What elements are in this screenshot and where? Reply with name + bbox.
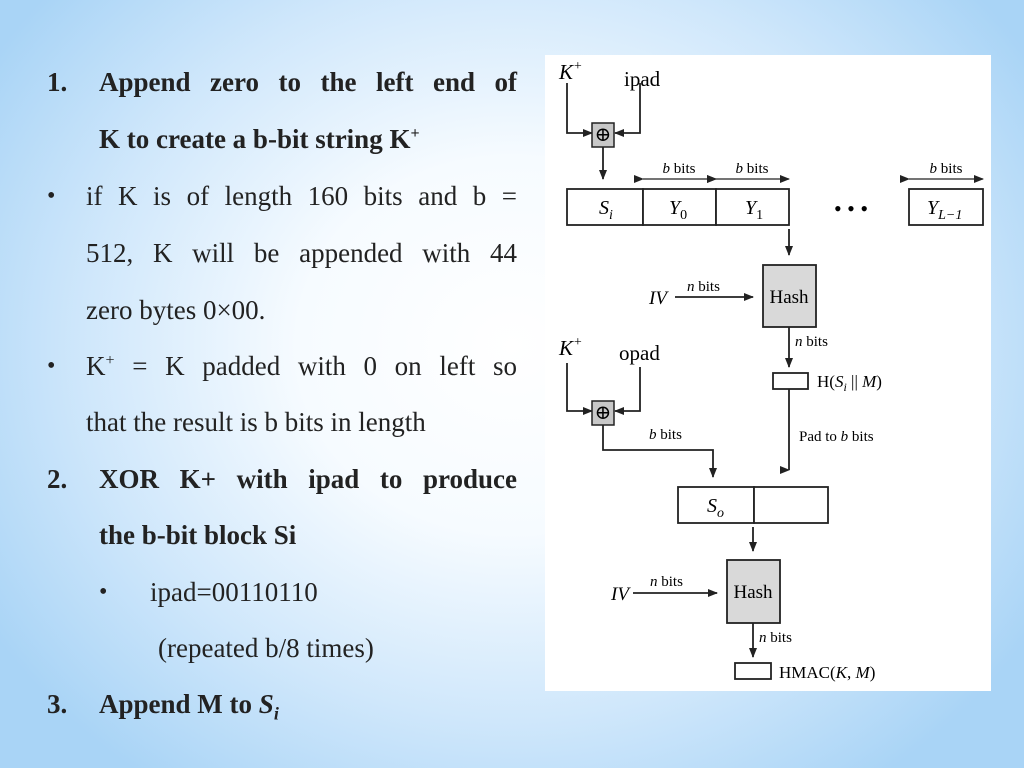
- xor2-box: [591, 400, 615, 426]
- hash2-label: Hash: [733, 582, 773, 603]
- xor2-icon: ⊕: [595, 402, 612, 424]
- bbits-label-1: b bits: [663, 161, 696, 177]
- bullet-1-line-3: zero bytes 0×00.: [86, 295, 266, 325]
- bullet-3: •: [99, 579, 108, 605]
- hmac-label: HMAC(K, M): [779, 663, 875, 682]
- xor1-box: [591, 122, 615, 148]
- opad-label: opad: [619, 341, 660, 365]
- yl-label: YL−1: [927, 197, 962, 223]
- step-2-line-2: the b-bit block Si: [99, 520, 297, 550]
- step-2-line-1: XOR K+ with ipad to produce: [99, 464, 517, 494]
- ipad-to-xor1-line: [614, 83, 641, 137]
- block-hash1-output: [753, 486, 829, 524]
- block-so: [677, 486, 755, 524]
- bullet-1-line-1: if K is of length 160 bits and b =: [86, 181, 517, 211]
- step-1-line-1: Append zero to the left end of: [99, 67, 517, 97]
- iv1-label: IV: [648, 288, 669, 309]
- bullet-1: •: [47, 183, 56, 209]
- kplus-label: K+: [558, 59, 582, 84]
- step-3-text: Append M to Si: [99, 689, 279, 724]
- hmac-diagram: ⊕ ⊕ Hash Hash K+ ipad b bits b bits b bi…: [545, 55, 991, 691]
- si-label: Si: [599, 197, 613, 223]
- bullet-2-line-1: K+ = K padded with 0 on left so: [86, 351, 517, 381]
- nbits-label-4: n bits: [759, 630, 792, 646]
- so-label: So: [707, 495, 724, 521]
- step-1-line-2: K to create a b-bit string K+: [99, 124, 420, 154]
- step-1-number: 1.: [47, 67, 68, 97]
- hsim-label: H(Si || M): [817, 372, 882, 394]
- kplus2-to-xor2-line: [566, 363, 593, 415]
- hsim-box: [772, 372, 809, 390]
- block-yl: [908, 188, 984, 226]
- step-3-number: 3.: [47, 689, 68, 719]
- bbits-label-4: b bits: [649, 427, 682, 443]
- nbits-label-1: n bits: [687, 279, 720, 295]
- bullet-2-line-2: that the result is b bits in length: [86, 407, 426, 437]
- bullet-1-line-2: 512, K will be appended with 44: [86, 238, 517, 268]
- nbits-label-3: n bits: [650, 574, 683, 590]
- block-si: [566, 188, 644, 226]
- bullet-3-line-1: ipad=00110110: [150, 577, 318, 607]
- step-2-number: 2.: [47, 464, 68, 494]
- nbits-label-2: n bits: [795, 334, 828, 350]
- block-y1: [715, 188, 790, 226]
- y0-label: Y0: [669, 197, 687, 223]
- bullet-3-line-2: (repeated b/8 times): [158, 633, 374, 663]
- text-panel: 1. Append zero to the left end of K to c…: [47, 67, 517, 724]
- hash1-label: Hash: [769, 287, 809, 308]
- bbits-label-2: b bits: [736, 161, 769, 177]
- hmac-box: [734, 662, 772, 680]
- xor2-to-so-line: [602, 424, 717, 478]
- pad-label: Pad to b bits: [799, 429, 874, 445]
- iv2-label: IV: [610, 584, 631, 605]
- opad-to-xor2-line: [614, 367, 641, 415]
- bbits-label-3: b bits: [930, 161, 963, 177]
- xor1-icon: ⊕: [595, 124, 612, 146]
- kplus-to-xor1-line: [566, 83, 593, 137]
- ipad-label: ipad: [624, 67, 661, 91]
- kplus2-label: K+: [558, 335, 582, 360]
- bullet-2: •: [47, 353, 56, 379]
- ellipsis: • • •: [834, 196, 868, 221]
- hash2-box: [726, 559, 781, 624]
- y1-label: Y1: [745, 197, 763, 223]
- hash1-box: [762, 264, 817, 328]
